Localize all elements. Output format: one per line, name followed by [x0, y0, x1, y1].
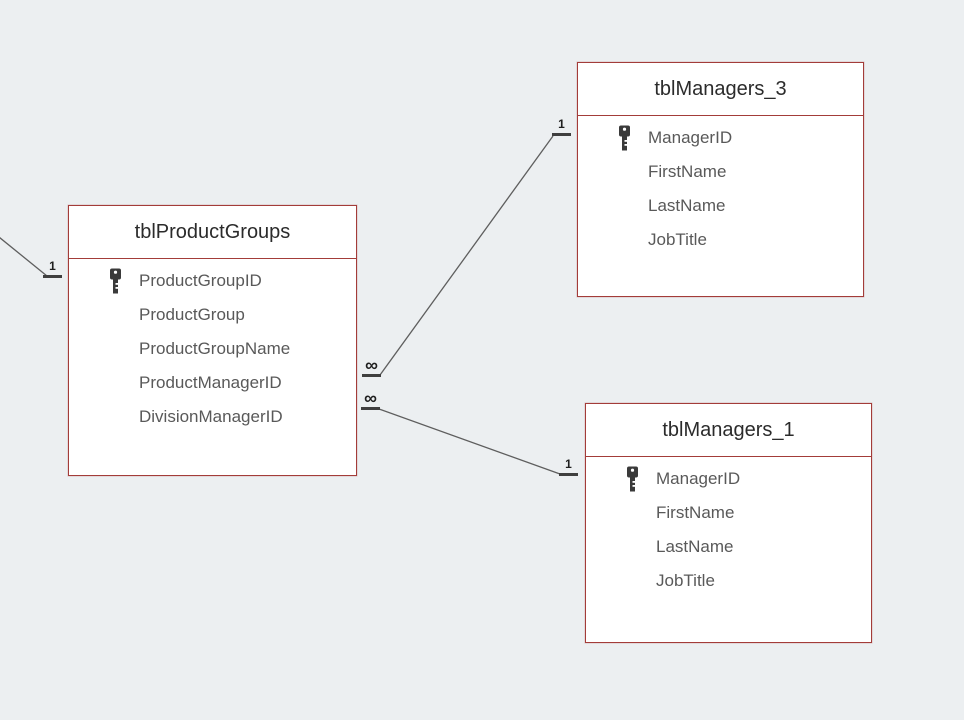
key-slot — [618, 125, 648, 151]
table-title[interactable]: tblManagers_1 — [662, 418, 795, 441]
field-row[interactable]: LastName — [586, 530, 871, 564]
field-row[interactable]: ManagerID — [586, 462, 871, 496]
field-row[interactable]: ProductGroup — [69, 298, 356, 332]
field-list: ManagerID FirstName LastName JobTitle — [578, 116, 863, 257]
table-title[interactable]: tblProductGroups — [134, 220, 291, 243]
primary-key-icon — [110, 268, 121, 294]
field-name: LastName — [648, 196, 726, 215]
table-title-divider — [578, 115, 863, 116]
field-row[interactable]: LastName — [578, 189, 863, 223]
field-row[interactable]: ProductManagerID — [69, 366, 356, 400]
field-row[interactable]: JobTitle — [586, 564, 871, 598]
primary-key-icon — [619, 125, 630, 151]
key-slot — [626, 466, 656, 492]
table-title-divider — [69, 258, 356, 259]
relationship-line-productgroups-managers3[interactable] — [379, 135, 554, 376]
table-box-tblmanagers3[interactable]: tblManagers_3 ManagerID FirstName — [577, 62, 864, 297]
field-name: ProductManagerID — [139, 373, 282, 392]
table-box-tblmanagers1[interactable]: tblManagers_1 ManagerID FirstName — [585, 403, 872, 643]
field-list: ManagerID FirstName LastName JobTitle — [586, 457, 871, 598]
field-row[interactable]: ManagerID — [578, 121, 863, 155]
table-title[interactable]: tblManagers_3 — [654, 77, 787, 100]
primary-key-icon — [627, 466, 638, 492]
field-row[interactable]: JobTitle — [578, 223, 863, 257]
field-name: LastName — [656, 537, 734, 556]
field-name: JobTitle — [656, 571, 715, 590]
field-name: DivisionManagerID — [139, 407, 283, 426]
field-name: ProductGroupName — [139, 339, 291, 358]
relationship-line-offscreen-productgroups[interactable] — [0, 233, 48, 277]
field-list: ProductGroupID ProductGroup ProductGroup… — [69, 259, 356, 434]
field-row[interactable]: DivisionManagerID — [69, 400, 356, 434]
field-row[interactable]: FirstName — [586, 496, 871, 530]
key-slot — [109, 268, 139, 294]
field-name: ProductGroupID — [139, 271, 262, 290]
field-name: ProductGroup — [139, 305, 245, 324]
field-name: ManagerID — [656, 469, 741, 488]
field-name: JobTitle — [648, 230, 707, 249]
field-name: FirstName — [656, 503, 735, 522]
table-box-tblproductgroups[interactable]: tblProductGroups ProductGroupID Product — [68, 205, 357, 476]
relationship-line-productgroups-managers1[interactable] — [378, 408, 561, 475]
field-row[interactable]: ProductGroupID — [69, 264, 356, 298]
field-name: ManagerID — [648, 128, 733, 147]
field-row[interactable]: FirstName — [578, 155, 863, 189]
table-title-divider — [586, 456, 871, 457]
field-name: FirstName — [648, 162, 727, 181]
field-row[interactable]: ProductGroupName — [69, 332, 356, 366]
